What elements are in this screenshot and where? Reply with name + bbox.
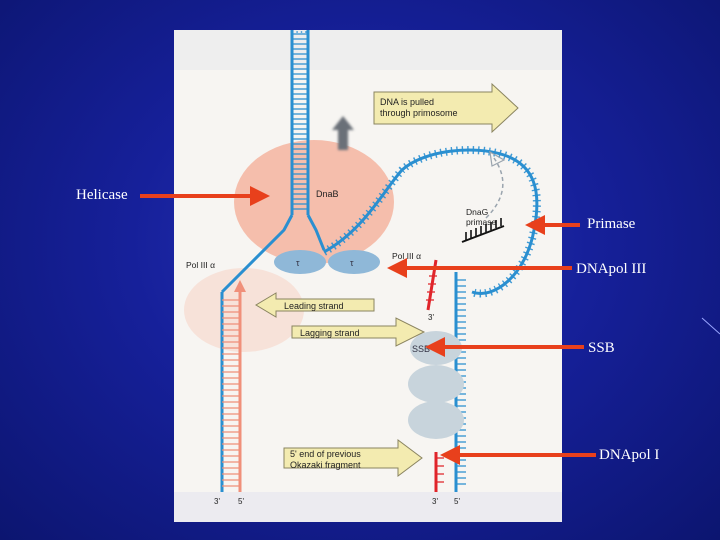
leading-strand-growth-arrowhead	[234, 280, 246, 292]
pol3-label-right: Pol III α	[392, 251, 421, 261]
callout-dna-pulled: DNA is pulled through primosome	[373, 82, 519, 134]
callout-okazaki-line1: 5' end of previous	[290, 449, 361, 459]
arrow-primase	[525, 215, 580, 235]
rotation-dashed-arrow	[485, 157, 504, 219]
end-label-3prime-left: 3'	[214, 497, 220, 506]
arrow-dnapol1	[440, 445, 596, 465]
label-helicase: Helicase	[76, 187, 128, 203]
rotation-dashed-arrowhead	[489, 150, 506, 167]
tau-subunit-left	[274, 250, 326, 274]
dnag-label-line2: primase	[466, 217, 497, 227]
pol3-label-left: Pol III α	[186, 260, 215, 270]
parental-duplex	[290, 30, 310, 215]
fork-right-strand	[306, 214, 326, 251]
leading-duplex	[220, 292, 242, 492]
tau-subunit-right	[328, 250, 380, 274]
ssb-protein-2	[408, 365, 464, 403]
decorative-diagonal	[701, 317, 720, 335]
arrow-dnapol3	[387, 258, 572, 278]
figure-bottom-band	[174, 492, 562, 522]
callout-lagging-strand: Lagging strand	[291, 317, 426, 347]
figure-top-band	[174, 30, 562, 70]
primase-primer-ticks	[461, 225, 505, 243]
primase-primer-ticks-bars	[465, 218, 502, 240]
tau-label-left: τ	[296, 258, 300, 268]
helicase-body	[234, 140, 394, 264]
arrow-helicase	[140, 186, 270, 206]
pull-up-arrow	[332, 116, 354, 150]
label-dnapol3: DNApol III	[576, 261, 647, 277]
ssb-figure-label: SSB	[412, 344, 430, 354]
callout-leading-strand: Leading strand	[255, 292, 375, 318]
dnag-label-line1: DnaG	[466, 207, 488, 217]
end-label-5prime-right: 5'	[454, 497, 460, 506]
callout-okazaki-line2: Okazaki fragment	[290, 460, 361, 470]
okazaki-fragment	[434, 452, 444, 492]
end-label-5prime-left: 5'	[238, 497, 244, 506]
dnab-label: DnaB	[316, 189, 339, 199]
label-primase: Primase	[587, 216, 636, 232]
label-ssb: SSB	[588, 340, 615, 356]
primer-3prime-label: 3'	[428, 313, 434, 322]
arrow-ssb	[425, 337, 584, 357]
label-dnapol1: DNApol I	[599, 447, 660, 463]
callout-lagging-strand-label: Lagging strand	[300, 328, 360, 338]
fork-left-strand	[220, 214, 294, 294]
callout-dna-pulled-line1: DNA is pulled	[380, 97, 434, 107]
callout-leading-strand-label: Leading strand	[284, 301, 344, 311]
pol3-body-shadow	[184, 268, 304, 352]
ssb-protein-3	[408, 401, 464, 439]
tau-label-right: τ	[350, 258, 354, 268]
end-label-3prime-right: 3'	[432, 497, 438, 506]
replication-fork-diagram: τ τ SSB DNA is pulled through primosome …	[174, 30, 562, 522]
callout-dna-pulled-line2: through primosome	[380, 108, 458, 118]
callout-okazaki: 5' end of previous Okazaki fragment	[283, 439, 423, 477]
